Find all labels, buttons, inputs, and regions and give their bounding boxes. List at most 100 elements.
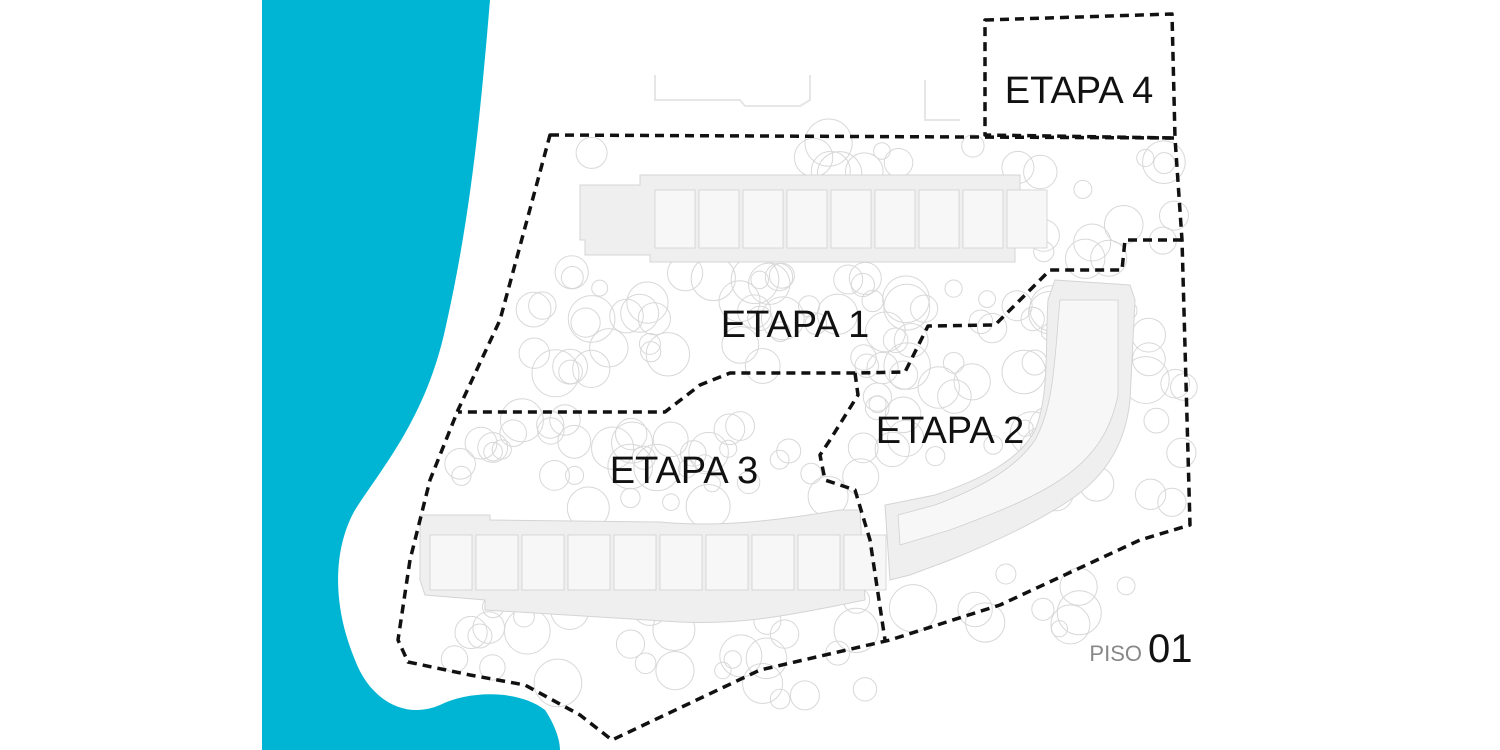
tree-symbol: [652, 421, 689, 458]
housing-unit: [521, 534, 565, 591]
tree-symbol: [1170, 373, 1198, 401]
tree-symbol: [873, 142, 891, 160]
tree-symbol: [852, 677, 878, 702]
tree-symbol: [816, 293, 859, 335]
tree-symbol: [865, 311, 906, 353]
tree-symbol: [944, 279, 963, 298]
tree-symbol: [1131, 317, 1166, 353]
tree-symbol: [620, 487, 641, 509]
tree-symbol: [1073, 179, 1093, 199]
housing-unit: [613, 534, 657, 591]
housing-unit: [475, 534, 519, 591]
housing-unit: [705, 534, 749, 591]
floor-number: 01: [1148, 627, 1193, 671]
tree-symbol: [560, 266, 584, 289]
tree-symbol: [868, 395, 887, 414]
tree-symbol: [1143, 407, 1170, 434]
tree-symbol: [968, 309, 994, 335]
tree-symbol: [703, 474, 721, 493]
housing-unit: [567, 534, 611, 591]
tree-symbol: [1136, 148, 1155, 168]
tree-symbol: [893, 323, 929, 358]
tree-symbol: [694, 454, 715, 475]
tree-symbol: [861, 289, 884, 313]
street-outline: [654, 75, 811, 107]
housing-unit: [698, 189, 740, 249]
tree-symbol: [1153, 152, 1176, 175]
tree-symbol: [776, 438, 802, 464]
tree-symbol: [1159, 200, 1189, 231]
tree-symbol: [714, 661, 732, 680]
housing-unit: [830, 189, 872, 249]
tree-symbol: [1031, 597, 1055, 621]
tree-symbol: [1157, 487, 1187, 517]
tree-symbol: [662, 493, 680, 512]
street-outline: [924, 80, 960, 121]
tree-symbol: [953, 363, 991, 401]
tree-symbol: [745, 637, 788, 680]
tree-symbol: [760, 296, 805, 341]
tree-symbol: [690, 255, 736, 302]
tree-symbol: [1016, 419, 1034, 437]
tree-symbol: [575, 136, 608, 169]
tree-symbol: [804, 118, 853, 167]
tree-symbol: [1160, 368, 1190, 399]
tree-symbol: [883, 148, 914, 178]
tree-symbol: [769, 321, 791, 343]
housing-unit: [751, 534, 795, 591]
tree-symbol: [565, 465, 585, 485]
stage-label-etapa-2: ETAPA 2: [876, 410, 1025, 452]
tree-symbol: [833, 264, 864, 295]
tree-symbol: [528, 291, 557, 320]
tree-symbol: [978, 290, 996, 309]
housing-unit: [654, 189, 696, 249]
tree-symbol: [874, 431, 910, 468]
tree-symbol: [737, 294, 772, 329]
tree-symbol: [883, 342, 931, 390]
tree-symbol: [1023, 154, 1058, 190]
tree-symbol: [850, 344, 877, 371]
tree-symbol: [961, 134, 985, 158]
floor-caption: PISO: [1089, 641, 1142, 666]
tree-symbol: [472, 611, 506, 644]
tree-symbol: [882, 327, 909, 354]
tree-symbol: [591, 279, 609, 297]
stage-boundaries: [396, 12, 1192, 742]
tree-symbol: [1056, 590, 1102, 636]
housing-unit: [786, 189, 828, 249]
tree-symbol: [804, 312, 828, 335]
tree-symbol: [515, 291, 552, 328]
tree-symbol: [1050, 620, 1069, 638]
tree-symbol: [721, 326, 760, 364]
tree-symbol: [533, 658, 583, 708]
building-block-etapa-3: [419, 509, 887, 624]
tree-symbol: [1142, 140, 1186, 184]
tree-symbol: [888, 584, 938, 633]
tree-symbol: [718, 280, 761, 323]
tree-symbol: [750, 270, 770, 290]
boundary-etapa-1-2: [458, 238, 1182, 414]
tree-symbol: [483, 441, 503, 462]
tree-symbol: [518, 337, 550, 369]
tree-symbol: [688, 431, 729, 473]
tree-symbol: [769, 619, 800, 649]
tree-symbol: [554, 255, 589, 290]
housing-unit: [659, 534, 703, 591]
tree-symbol: [1132, 342, 1166, 377]
tree-symbol: [549, 404, 581, 436]
tree-symbol: [1166, 437, 1197, 468]
tree-symbol: [848, 261, 882, 295]
tree-symbol: [467, 623, 493, 649]
tree-symbol: [1065, 238, 1106, 279]
tree-symbol: [976, 312, 1008, 344]
housing-unit: [962, 189, 1004, 249]
tree-symbol: [736, 470, 761, 495]
tree-symbol: [769, 688, 791, 710]
housing-unit: [742, 189, 784, 249]
housing-unit: [429, 534, 473, 591]
tree-symbol: [965, 602, 1006, 643]
stage-label-etapa-4: ETAPA 4: [1005, 70, 1154, 112]
tree-symbol: [917, 366, 960, 409]
tree-symbol: [910, 294, 939, 323]
